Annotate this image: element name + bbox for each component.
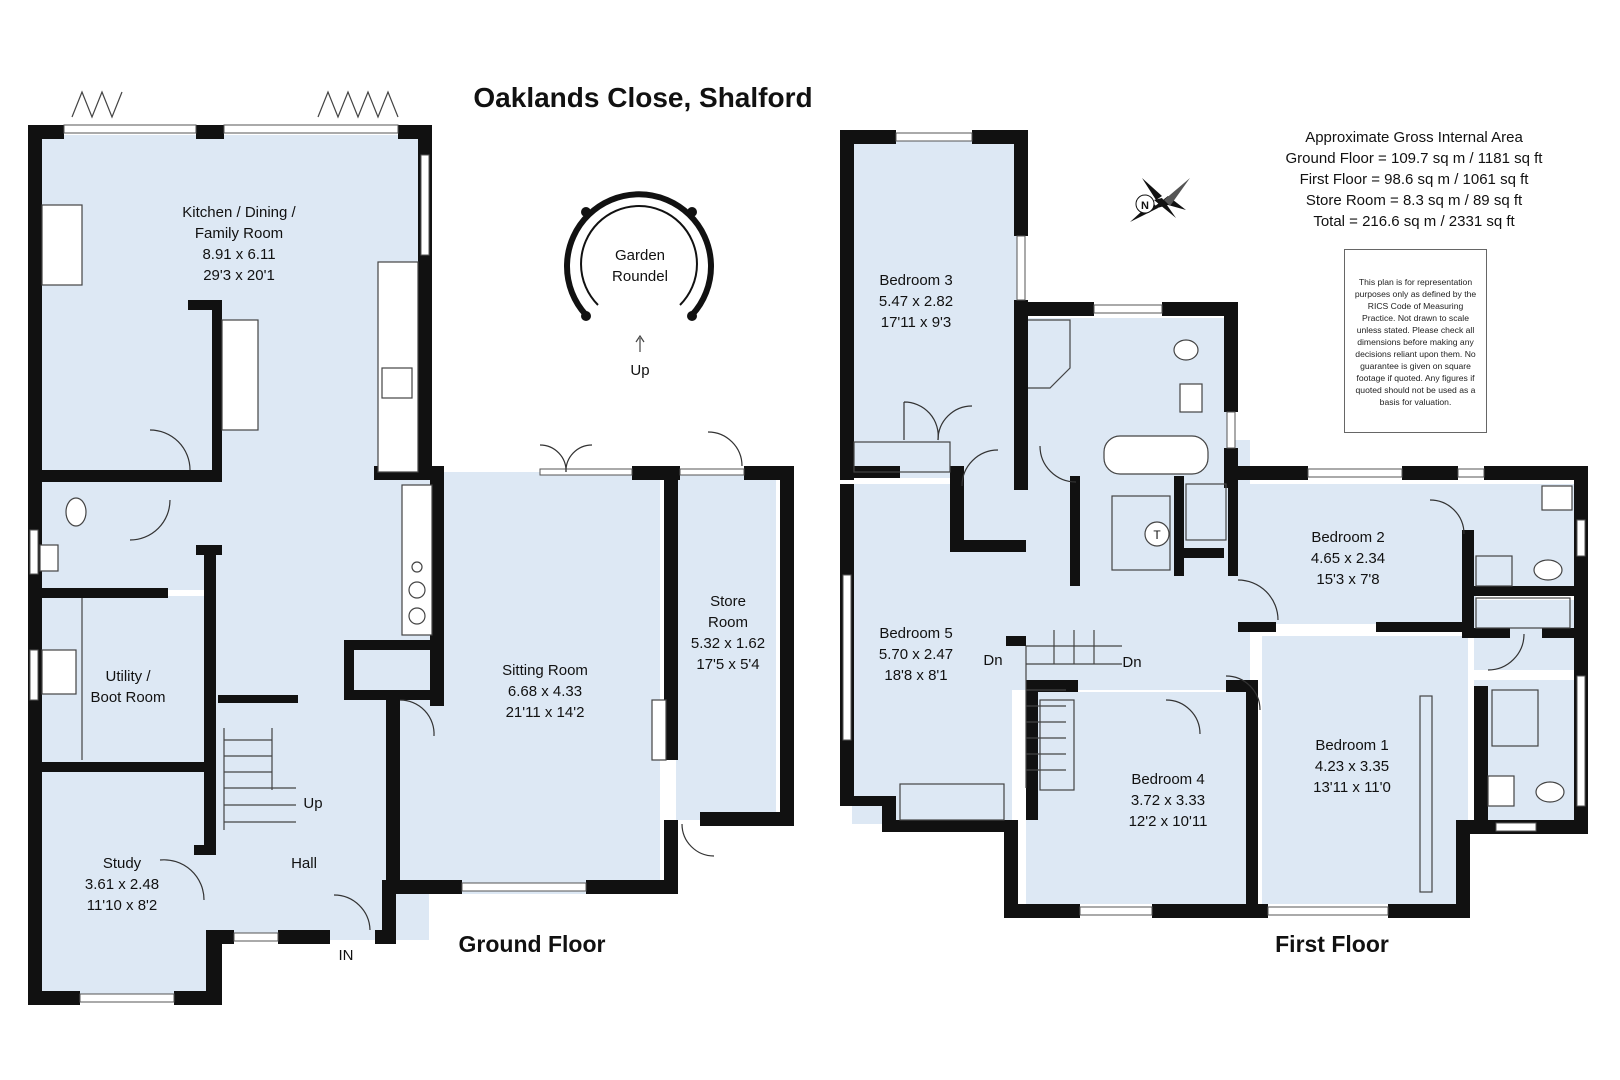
utility-name-1: Utility /	[106, 668, 152, 685]
area-ground: Ground Floor = 109.7 sq m / 1181 sq ft	[1286, 150, 1544, 167]
kitchen-name-1: Kitchen / Dining /	[182, 204, 296, 221]
entrance-label: IN	[339, 947, 354, 964]
kitchen-metric: 8.91 x 6.11	[202, 246, 275, 263]
bedroom4-metric: 3.72 x 3.33	[1131, 792, 1205, 809]
store-room-name-1: Store	[710, 593, 746, 610]
store-room	[676, 472, 776, 820]
bedroom3-metric: 5.47 x 2.82	[879, 293, 953, 310]
garden-roundel-up: Up	[630, 362, 649, 379]
compass-icon: N	[1130, 178, 1190, 222]
bedroom-3	[852, 140, 1022, 478]
store-room-name-2: Room	[708, 614, 748, 631]
study-name: Study	[103, 855, 142, 872]
kitchen-name-2: Family Room	[195, 225, 283, 242]
landing	[950, 440, 1250, 690]
area-total: Total = 216.6 sq m / 2331 sq ft	[1313, 213, 1515, 230]
bedroom2-name: Bedroom 2	[1311, 529, 1384, 546]
ground-floor	[28, 90, 794, 1005]
bedroom3-name: Bedroom 3	[879, 272, 952, 289]
garden-roundel-name-1: Garden	[615, 247, 665, 264]
sitting-room-name: Sitting Room	[502, 662, 588, 679]
bedroom1-imperial: 13'11 x 11'0	[1313, 779, 1391, 796]
cloakroom	[38, 480, 206, 590]
bedroom-4	[1026, 692, 1256, 904]
bedroom-2	[1228, 484, 1476, 624]
bedroom5-imperial: 18'8 x 8'1	[884, 667, 947, 684]
tank-label: T	[1153, 528, 1161, 542]
bedroom5-metric: 5.70 x 2.47	[879, 646, 953, 663]
stairs-down-label-2: Dn	[1122, 654, 1141, 671]
area-first: First Floor = 98.6 sq m / 1061 sq ft	[1300, 171, 1530, 188]
sitting-room-metric: 6.68 x 4.33	[508, 683, 582, 700]
stairs-down-label-1: Dn	[983, 652, 1002, 669]
bedroom5-name: Bedroom 5	[879, 625, 952, 642]
disclaimer-box: This plan is for representation purposes…	[1344, 249, 1487, 433]
first-floor-staircase	[1025, 630, 1122, 788]
utility-name-2: Boot Room	[90, 689, 165, 706]
bedroom4-name: Bedroom 4	[1131, 771, 1204, 788]
plan-title: Oaklands Close, Shalford	[473, 82, 812, 113]
bedroom3-imperial: 17'11 x 9'3	[881, 314, 952, 331]
store-room-metric: 5.32 x 1.62	[691, 635, 765, 652]
ground-stairs-up: Up	[303, 795, 322, 812]
bedroom4-imperial: 12'2 x 10'11	[1129, 813, 1208, 830]
ground-staircase	[223, 728, 296, 830]
bedroom2-imperial: 15'3 x 7'8	[1316, 571, 1379, 588]
bedroom1-name: Bedroom 1	[1315, 737, 1388, 754]
area-heading: Approximate Gross Internal Area	[1305, 129, 1523, 146]
compass-north-letter: N	[1141, 200, 1149, 212]
bedroom-1	[1262, 636, 1468, 904]
study-imperial: 11'10 x 8'2	[87, 897, 158, 914]
disclaimer-text: This plan is for representation purposes…	[1354, 277, 1477, 407]
kitchen-imperial: 29'3 x 20'1	[203, 267, 275, 284]
garden-roundel	[564, 191, 714, 352]
first-floor	[840, 130, 1588, 918]
study-metric: 3.61 x 2.48	[85, 876, 159, 893]
first-floor-label: First Floor	[1275, 931, 1389, 957]
garden-roundel-name-2: Roundel	[612, 268, 668, 285]
area-store: Store Room = 8.3 sq m / 89 sq ft	[1306, 192, 1523, 209]
sitting-room-imperial: 21'11 x 14'2	[506, 704, 585, 721]
study	[38, 772, 206, 1002]
bedroom2-metric: 4.65 x 2.34	[1311, 550, 1385, 567]
store-room-imperial: 17'5 x 5'4	[696, 656, 759, 673]
ground-floor-label: Ground Floor	[459, 931, 606, 957]
bedroom1-metric: 4.23 x 3.35	[1315, 758, 1389, 775]
hall-name: Hall	[291, 855, 317, 872]
